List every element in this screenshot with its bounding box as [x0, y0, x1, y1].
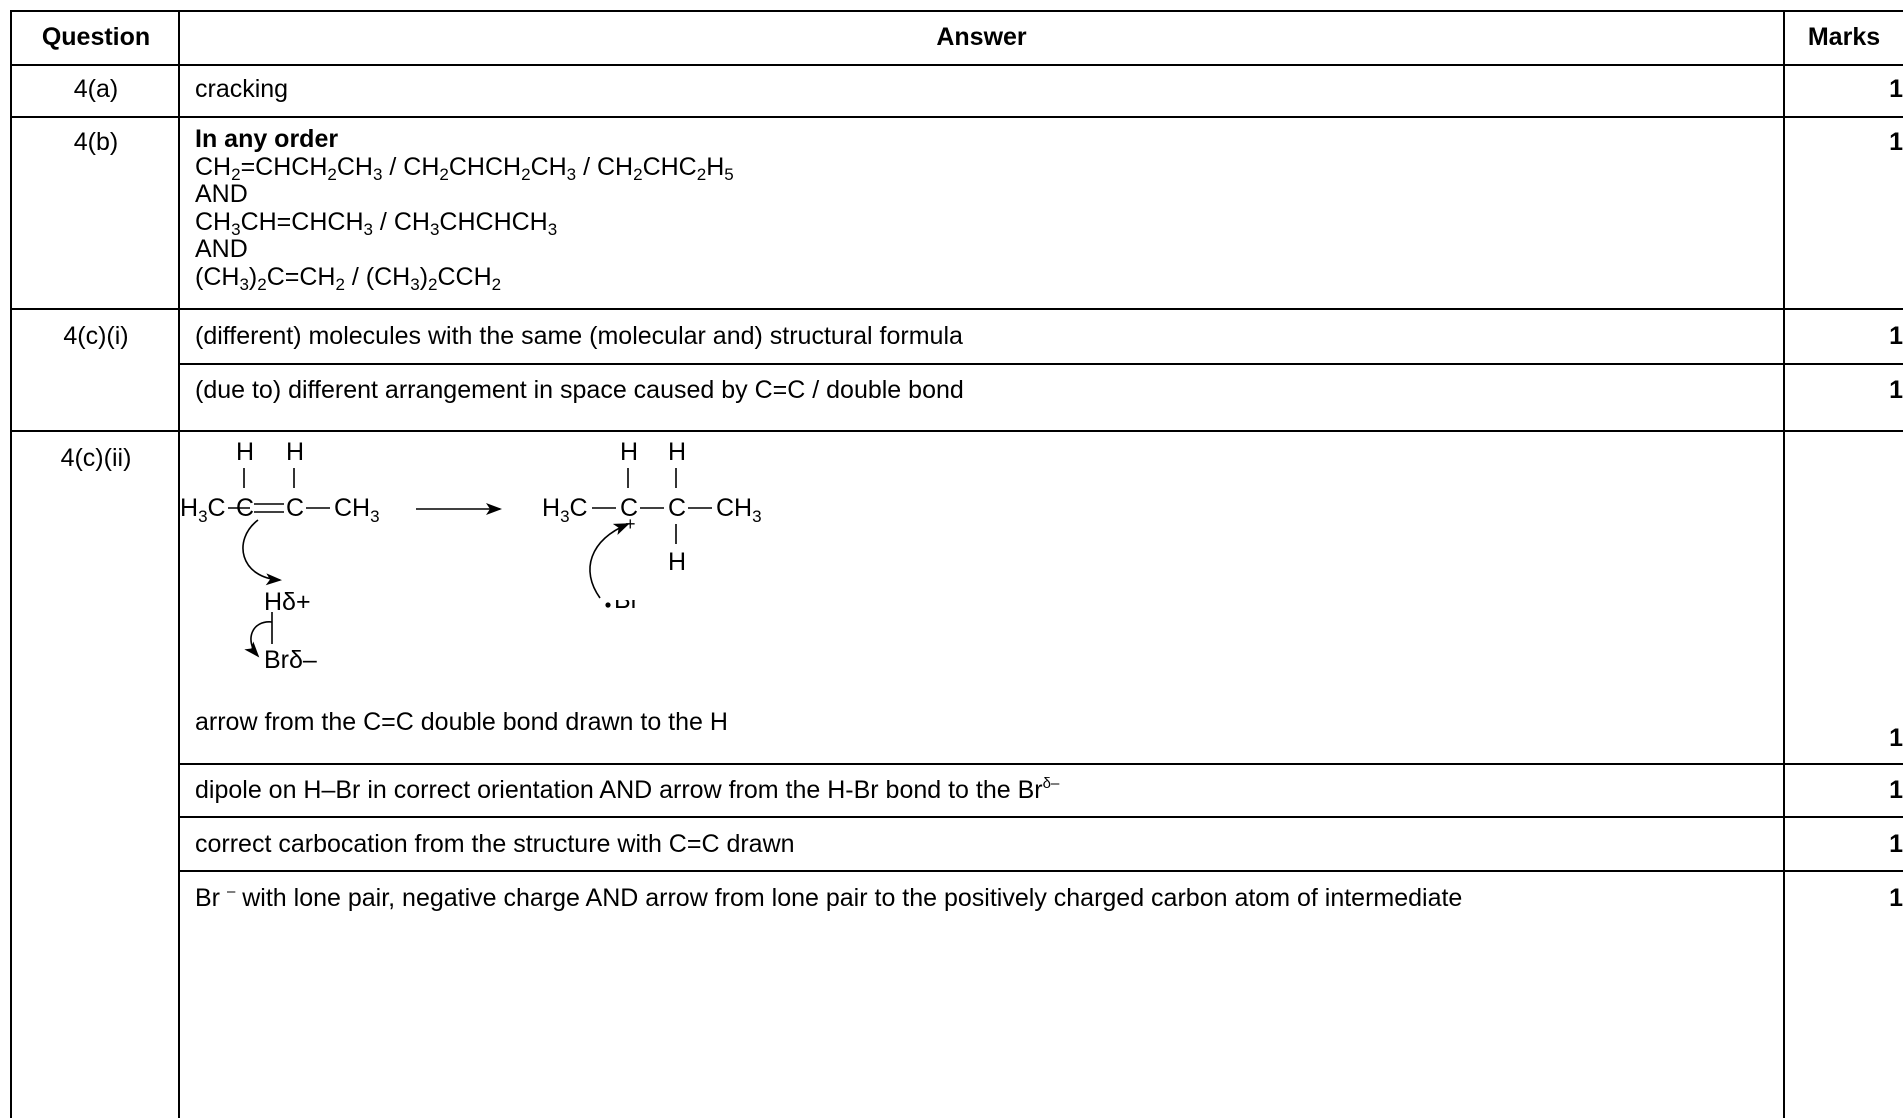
superscript: –	[226, 883, 236, 900]
carbocation-intermediate: H H H3C C + C CH3 H	[542, 438, 762, 576]
answer-text: arrow from the C=C double bond drawn to …	[195, 708, 728, 736]
answer-text: (different) molecules with the same (mol…	[195, 322, 963, 350]
atom-h: H	[668, 438, 686, 466]
bromide-ion: Br-	[614, 600, 644, 614]
answer-heading: In any order	[195, 125, 339, 153]
answer-text: correct carbocation from the structure w…	[195, 830, 795, 858]
curly-arrow	[242, 519, 282, 586]
marks-value: 1	[1889, 376, 1903, 404]
atom-c: C	[236, 494, 254, 522]
header-question: Question	[41, 23, 151, 51]
and-label: AND	[195, 235, 248, 263]
answer-text-4b: In any order CH2=CHCH2CH3 / CH2CHCH2CH3 …	[195, 125, 1775, 294]
question-label: 4(c)(ii)	[60, 444, 132, 472]
curly-arrow	[244, 621, 273, 658]
atom-h: H	[668, 548, 686, 576]
row-divider	[10, 308, 1903, 310]
question-label: 4(c)(i)	[63, 322, 129, 350]
atom-h: H	[286, 438, 304, 466]
hydrogen-bromide: Hδ+	[264, 588, 311, 610]
atom-h3c: H3C	[542, 494, 588, 526]
header-answer: Answer	[936, 23, 1027, 51]
row-divider	[10, 430, 1903, 432]
row-divider	[180, 763, 1903, 765]
reaction-mechanism-lower: Brδ– Br-	[244, 600, 644, 674]
atom-ch3: CH3	[334, 494, 380, 526]
answer-pre: Br	[195, 884, 220, 912]
atom-h: H	[236, 438, 254, 466]
marks-value: 1	[1889, 776, 1903, 804]
table-border-left	[10, 10, 12, 1118]
positive-charge: +	[625, 514, 636, 534]
question-label: 4(a)	[73, 75, 119, 103]
reactant-alkene: H H H3C C C CH3	[180, 438, 380, 526]
atom-c: C	[668, 494, 686, 522]
answer-text: (due to) different arrangement in space …	[195, 376, 964, 404]
question-label: 4(b)	[73, 128, 119, 156]
column-divider-question	[178, 10, 180, 1118]
formula-line-1: CH2=CHCH2CH3 / CH2CHCH2CH3 / CH2CHC2H5	[195, 152, 734, 184]
atom-h3c: H3C	[180, 494, 226, 526]
header-marks: Marks	[1807, 23, 1881, 51]
atom-h: H	[620, 438, 638, 466]
answer-post: with lone pair, negative charge AND arro…	[235, 884, 1463, 912]
and-label: AND	[195, 180, 248, 208]
mark-scheme-table: Question Answer Marks 4(a) cracking 1 4(…	[10, 10, 1903, 1118]
superscript: δ–	[1042, 775, 1060, 792]
answer-text: Br – with lone pair, negative charge AND…	[195, 882, 1775, 915]
atom-c: C	[286, 494, 304, 522]
marks-value: 1	[1889, 128, 1903, 156]
br-delta-minus: Brδ–	[264, 646, 317, 674]
row-divider	[180, 363, 1903, 365]
answer-main: dipole on H–Br in correct orientation AN…	[195, 776, 1043, 804]
lone-pair-dot	[605, 602, 611, 608]
answer-text: dipole on H–Br in correct orientation AN…	[195, 774, 1775, 807]
marks-value: 1	[1889, 75, 1903, 103]
curly-arrow	[589, 523, 630, 599]
h-delta-plus: Hδ+	[264, 588, 311, 610]
row-divider	[180, 870, 1903, 872]
formula-line-3: (CH3)2C=CH2 / (CH3)2CCH2	[195, 262, 502, 294]
row-divider	[10, 64, 1903, 66]
row-divider	[10, 116, 1903, 118]
marks-value: 1	[1889, 884, 1903, 912]
table-border-top	[10, 10, 1903, 12]
marks-value: 1	[1889, 724, 1903, 752]
column-divider-marks	[1783, 10, 1785, 1118]
marks-value: 1	[1889, 830, 1903, 858]
answer-text: cracking	[195, 75, 289, 103]
reaction-mechanism-diagram: H H H3C C C CH3 Hδ+ H H H3C C + C CH3 H	[180, 438, 762, 610]
formula-line-2: CH3CH=CHCH3 / CH3CHCHCH3	[195, 207, 558, 239]
marks-value: 1	[1889, 322, 1903, 350]
row-divider	[180, 816, 1903, 818]
atom-ch3: CH3	[716, 494, 762, 526]
atom-c-plus: C	[620, 494, 638, 522]
